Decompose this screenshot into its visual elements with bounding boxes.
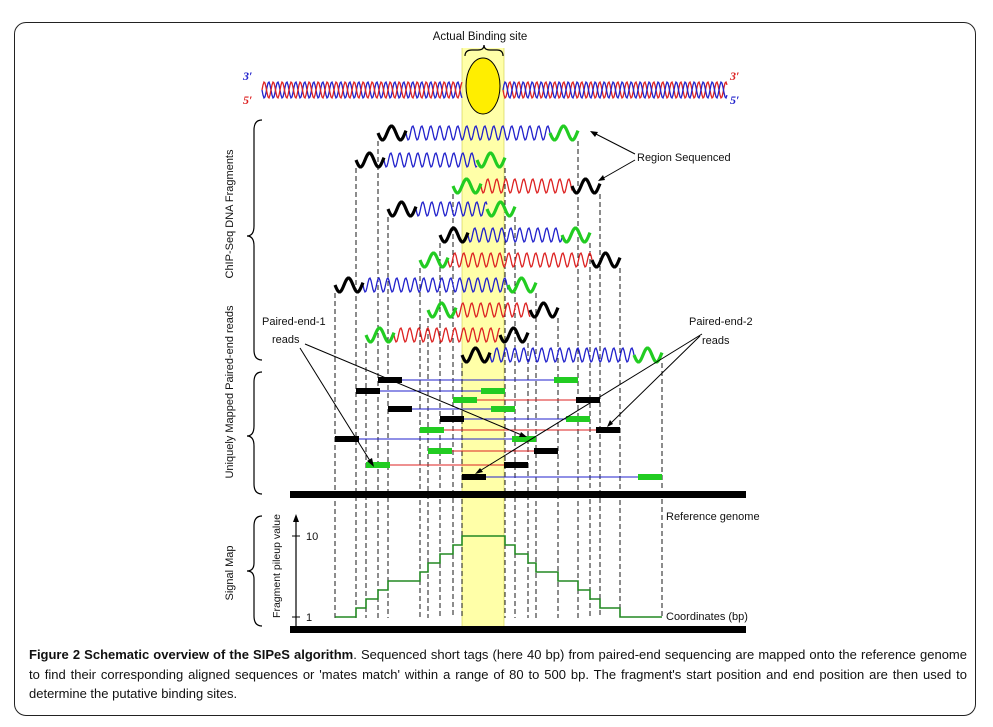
fragment-tag-right — [548, 124, 580, 142]
read-tag-right — [638, 474, 662, 480]
fragment-strand — [447, 252, 593, 268]
fragment-strand — [455, 302, 531, 318]
read-tag-left — [366, 462, 390, 468]
fragment-strand — [480, 178, 573, 194]
fragment-tag-left — [438, 226, 470, 244]
fragment-tag-left — [376, 124, 408, 142]
caption-text: . Sequenced short tags (here 40 bp) from… — [29, 647, 967, 701]
fragment-tag-left — [364, 326, 396, 344]
fragment-tag-right — [560, 226, 592, 244]
strand-label-top-right: 3′ — [729, 69, 739, 83]
read-tag-right — [566, 416, 590, 422]
fragment-strand — [467, 227, 563, 243]
signal-tick-1: 1 — [306, 612, 312, 624]
fragment-tag-left — [333, 276, 365, 294]
fragment-tag-left — [451, 177, 483, 195]
fragment-tag-right — [590, 251, 622, 269]
chip-seq-fragments — [333, 124, 664, 364]
fragment-tag-right — [485, 200, 517, 218]
strand-label-bottom-right: 5′ — [730, 93, 739, 107]
read-tag-left — [440, 416, 464, 422]
read-tag-left — [453, 397, 477, 403]
fragment-tag-right — [506, 276, 538, 294]
caption-label: Figure 2 Schematic overview of the SIPeS… — [29, 647, 354, 662]
binding-site-label: Actual Binding site — [433, 31, 528, 43]
fragment-strand — [362, 277, 509, 293]
paired-end-1-reads-label: reads — [272, 334, 300, 346]
read-tag-right — [512, 436, 536, 442]
signal-y-axis-arrow — [293, 514, 299, 522]
helix-strand-bottom-left — [261, 80, 463, 100]
reads-brace — [246, 371, 263, 495]
fragment-strand — [393, 327, 501, 343]
binding-site-brace — [464, 44, 504, 57]
read-tag-left — [335, 436, 359, 442]
reference-genome-label: Reference genome — [666, 511, 760, 523]
read-tag-right — [576, 397, 600, 403]
strand-label-bottom-left: 5′ — [243, 93, 252, 107]
fragment-tag-left — [354, 151, 386, 169]
coordinate-axis-bar — [290, 626, 746, 633]
fragment-strand — [383, 152, 478, 168]
binding-site-highlight — [462, 48, 504, 632]
fragment-tag-left — [426, 301, 458, 319]
reference-genome-bar — [290, 491, 746, 498]
read-tag-right — [534, 448, 558, 454]
fragments-brace — [246, 119, 263, 361]
helix-strand-bottom-right — [502, 80, 728, 100]
read-tag-left — [462, 474, 486, 480]
fragment-tag-right — [528, 301, 560, 319]
dna-double-helix — [261, 80, 728, 100]
helix-strand-top-right — [502, 80, 728, 100]
paired-end-2-reads-label: reads — [702, 335, 730, 347]
read-tag-right — [504, 462, 528, 468]
fragment-tag-right — [498, 326, 530, 344]
read-tag-right — [491, 406, 515, 412]
read-tag-left — [428, 448, 452, 454]
reads-section-label: Uniquely Mapped Paired-end reads — [224, 305, 236, 479]
fragment-tag-right — [632, 346, 664, 364]
paired-end-2-label: Paired-end-2 — [689, 316, 753, 328]
fragments-section-label: ChIP-Seq DNA Fragments — [224, 149, 236, 278]
fragment-strand — [415, 201, 488, 217]
signal-tick-10: 10 — [306, 531, 318, 543]
read-tag-right — [554, 377, 578, 383]
fragment-tag-right — [570, 177, 602, 195]
read-tag-left — [356, 388, 380, 394]
paired-end-reads — [335, 377, 662, 480]
read-tag-right — [481, 388, 505, 394]
fragment-tag-left — [386, 200, 418, 218]
fragment-tag-right — [475, 151, 507, 169]
signal-pileup-line — [335, 535, 662, 618]
fragment-strand — [405, 125, 551, 141]
fragment-tag-left — [460, 346, 492, 364]
fragment-tag-left — [418, 251, 450, 269]
signal-brace — [246, 515, 263, 627]
signal-section-label: Signal Map — [224, 545, 236, 600]
read-tag-left — [388, 406, 412, 412]
strand-label-top-left: 3′ — [242, 69, 252, 83]
coordinates-label: Coordinates (bp) — [666, 611, 748, 623]
region-sequenced-label: Region Sequenced — [637, 152, 731, 164]
signal-axis-label: Fragment pileup value — [271, 514, 283, 618]
figure-diagram: Actual Binding site 3′ 5′ 3′ 5′ 10 1 Fra… — [224, 31, 760, 633]
binding-protein-ellipse — [465, 57, 501, 115]
read-tag-right — [596, 427, 620, 433]
fragment-strand — [489, 347, 635, 363]
read-tag-left — [420, 427, 444, 433]
figure-caption: Figure 2 Schematic overview of the SIPeS… — [29, 645, 967, 704]
paired-end-1-label: Paired-end-1 — [262, 316, 326, 328]
